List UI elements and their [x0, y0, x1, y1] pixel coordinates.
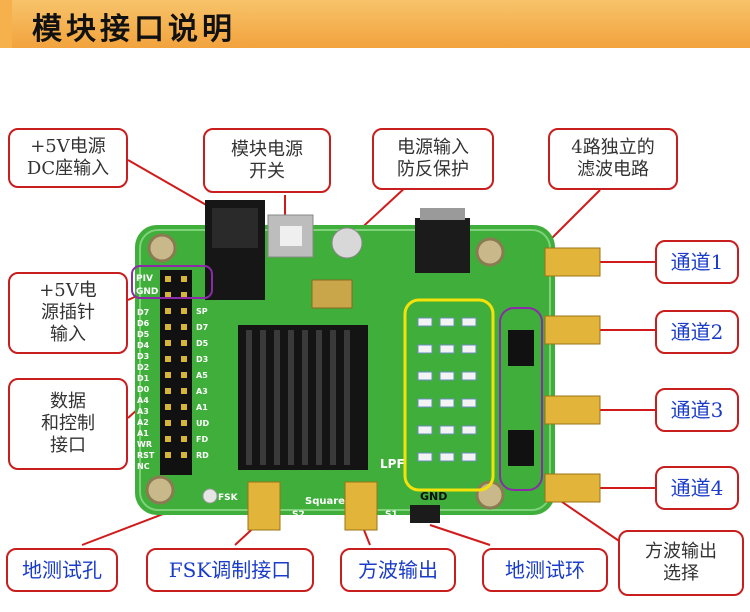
- silk-pin-left: A4: [137, 396, 149, 405]
- header-pins: [160, 270, 192, 475]
- page-title: 模块接口说明: [32, 12, 236, 47]
- jumper-highlight: [499, 307, 543, 491]
- regulator: [415, 218, 470, 273]
- silk-pin-right: UD: [196, 419, 209, 428]
- callout-square-select: 方波输出 选择: [618, 530, 744, 596]
- silk-s1: S1: [385, 510, 398, 520]
- silk-pin-left: WR: [137, 440, 152, 449]
- callout-channel-4: 通道4: [655, 466, 739, 510]
- silk-square: Square: [305, 496, 345, 507]
- title-bar: 模块接口说明: [0, 0, 750, 48]
- silk-pin-right: D3: [196, 355, 208, 364]
- callout-gnd-hole: 地测试孔: [6, 548, 118, 592]
- silk-fsk: FSK: [218, 493, 239, 503]
- silk-pin-left: A3: [137, 407, 149, 416]
- callout-gnd-ring: 地测试环: [482, 548, 608, 592]
- jumper-1: [508, 330, 534, 366]
- silk-pin-left: NC: [137, 462, 150, 471]
- silk-gnd-bottom: GND: [420, 490, 447, 503]
- silk-pin-right: A5: [196, 371, 208, 380]
- sma-connectors-bottom: [247, 481, 378, 531]
- silk-pin-right: D5: [196, 339, 209, 348]
- power-pin-highlight: [131, 265, 213, 299]
- callout-data-ctrl: 数据 和控制 接口: [8, 378, 128, 470]
- silk-pin-left: A2: [137, 418, 149, 427]
- silk-pin-left: D4: [137, 341, 150, 350]
- silk-pin-left: D5: [137, 330, 150, 339]
- silk-pin-left: D6: [137, 319, 150, 328]
- jumper-2: [508, 430, 534, 466]
- callout-channel-1: 通道1: [655, 240, 739, 284]
- callout-pin-input: +5V电 源插针 输入: [8, 272, 128, 354]
- silk-lpf: LPF: [380, 457, 405, 471]
- silk-pin-right: A3: [196, 387, 208, 396]
- title-accent: [0, 0, 12, 48]
- silk-pin-right: FD: [196, 435, 208, 444]
- callout-reverse-protect: 电源输入 防反保护: [372, 128, 494, 190]
- mounting-holes: [145, 233, 505, 510]
- sma-connectors-right: [544, 247, 601, 503]
- silk-pin-left: D3: [137, 352, 149, 361]
- silk-gnd: GND: [136, 287, 158, 297]
- silk-pin-left: D0: [137, 385, 150, 394]
- callout-dc-input: +5V电源 DC座输入: [8, 128, 128, 188]
- silk-piv: PIV: [136, 274, 153, 284]
- silk-pin-left: A1: [137, 429, 149, 438]
- silk-s2: S2: [292, 510, 305, 520]
- gnd-hole: [202, 488, 218, 504]
- callout-square-out: 方波输出: [340, 548, 456, 592]
- silk-pin-left: D7: [137, 308, 149, 317]
- callout-channel-2: 通道2: [655, 310, 739, 354]
- callout-filters: 4路独立的 滤波电路: [548, 128, 678, 190]
- callout-fsk: FSK调制接口: [146, 548, 314, 592]
- callout-channel-3: 通道3: [655, 388, 739, 432]
- silk-pin-right: SP: [196, 307, 208, 316]
- callout-power-switch: 模块电源 开关: [203, 128, 331, 193]
- silk-pin-left: RST: [137, 451, 155, 460]
- silk-pin-left: D1: [137, 374, 150, 383]
- silk-pin-right: RD: [196, 451, 209, 460]
- filter-components: [417, 317, 477, 462]
- silk-pin-right: A1: [196, 403, 208, 412]
- silk-pin-right: D7: [196, 323, 208, 332]
- filter-highlight: [403, 298, 495, 492]
- silk-pin-left: D2: [137, 363, 149, 372]
- ground-ring: [410, 505, 440, 523]
